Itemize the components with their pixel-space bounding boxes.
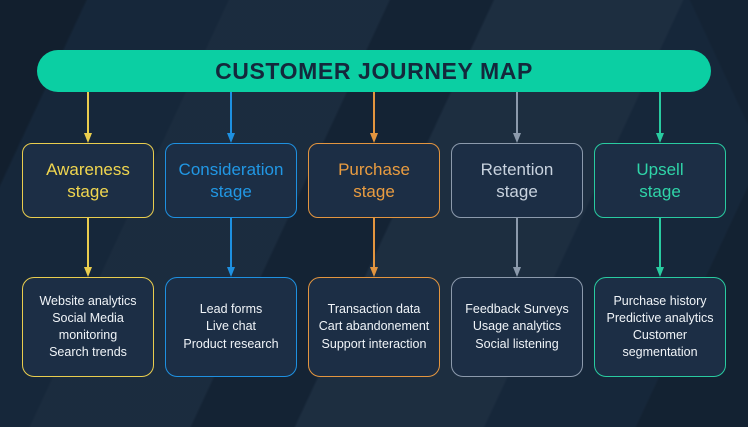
detail-box-purchase: Transaction data Cart abandonement Suppo… <box>308 277 440 377</box>
stage-box-upsell: Upsell stage <box>594 143 726 218</box>
arrow-shaft <box>373 92 375 134</box>
stage-box-consideration: Consideration stage <box>165 143 297 218</box>
title-banner: CUSTOMER JOURNEY MAP <box>37 50 711 92</box>
arrow-head-icon <box>84 133 92 143</box>
stage-column-consideration: Consideration stage Lead forms Live chat… <box>165 92 297 377</box>
detail-text: Purchase history Predictive analytics Cu… <box>606 293 714 360</box>
connector-arrow-upsell-to-details <box>594 218 726 277</box>
arrow-shaft <box>230 218 232 268</box>
arrow-head-icon <box>227 267 235 277</box>
arrow-head-icon <box>513 267 521 277</box>
detail-text: Transaction data Cart abandonement Suppo… <box>318 302 430 351</box>
detail-text: Website analytics Social Media monitorin… <box>39 293 137 360</box>
stage-label: Awareness stage <box>46 160 130 201</box>
arrow-shaft <box>516 218 518 268</box>
connector-arrow-banner-to-purchase <box>308 92 440 143</box>
stage-box-retention: Retention stage <box>451 143 583 218</box>
detail-text: Feedback Surveys Usage analytics Social … <box>465 302 569 351</box>
arrow-shaft <box>659 92 661 134</box>
stage-column-upsell: Upsell stage Purchase history Predictive… <box>594 92 726 377</box>
arrow-shaft <box>659 218 661 268</box>
arrow-head-icon <box>656 267 664 277</box>
stage-label: Consideration stage <box>178 160 284 201</box>
connector-arrow-awareness-to-details <box>22 218 154 277</box>
detail-text: Lead forms Live chat Product research <box>183 302 279 351</box>
connector-arrow-banner-to-upsell <box>594 92 726 143</box>
stage-label: Upsell stage <box>636 160 684 201</box>
detail-box-awareness: Website analytics Social Media monitorin… <box>22 277 154 377</box>
connector-arrow-banner-to-consideration <box>165 92 297 143</box>
arrow-shaft <box>87 218 89 268</box>
connector-arrow-banner-to-awareness <box>22 92 154 143</box>
arrow-shaft <box>516 92 518 134</box>
connector-arrow-purchase-to-details <box>308 218 440 277</box>
arrow-head-icon <box>370 267 378 277</box>
stage-label: Purchase stage <box>338 160 410 201</box>
stage-columns: Awareness stage Website analytics Social… <box>22 92 726 377</box>
arrow-head-icon <box>656 133 664 143</box>
stage-box-purchase: Purchase stage <box>308 143 440 218</box>
connector-arrow-consideration-to-details <box>165 218 297 277</box>
arrow-head-icon <box>513 133 521 143</box>
stage-column-awareness: Awareness stage Website analytics Social… <box>22 92 154 377</box>
arrow-head-icon <box>370 133 378 143</box>
arrow-shaft <box>230 92 232 134</box>
detail-box-upsell: Purchase history Predictive analytics Cu… <box>594 277 726 377</box>
detail-box-retention: Feedback Surveys Usage analytics Social … <box>451 277 583 377</box>
detail-box-consideration: Lead forms Live chat Product research <box>165 277 297 377</box>
arrow-head-icon <box>84 267 92 277</box>
arrow-shaft <box>373 218 375 268</box>
arrow-shaft <box>87 92 89 134</box>
stage-box-awareness: Awareness stage <box>22 143 154 218</box>
page-title: CUSTOMER JOURNEY MAP <box>215 57 533 84</box>
stage-column-purchase: Purchase stage Transaction data Cart aba… <box>308 92 440 377</box>
stage-column-retention: Retention stage Feedback Surveys Usage a… <box>451 92 583 377</box>
arrow-head-icon <box>227 133 235 143</box>
connector-arrow-retention-to-details <box>451 218 583 277</box>
stage-label: Retention stage <box>480 160 554 201</box>
connector-arrow-banner-to-retention <box>451 92 583 143</box>
